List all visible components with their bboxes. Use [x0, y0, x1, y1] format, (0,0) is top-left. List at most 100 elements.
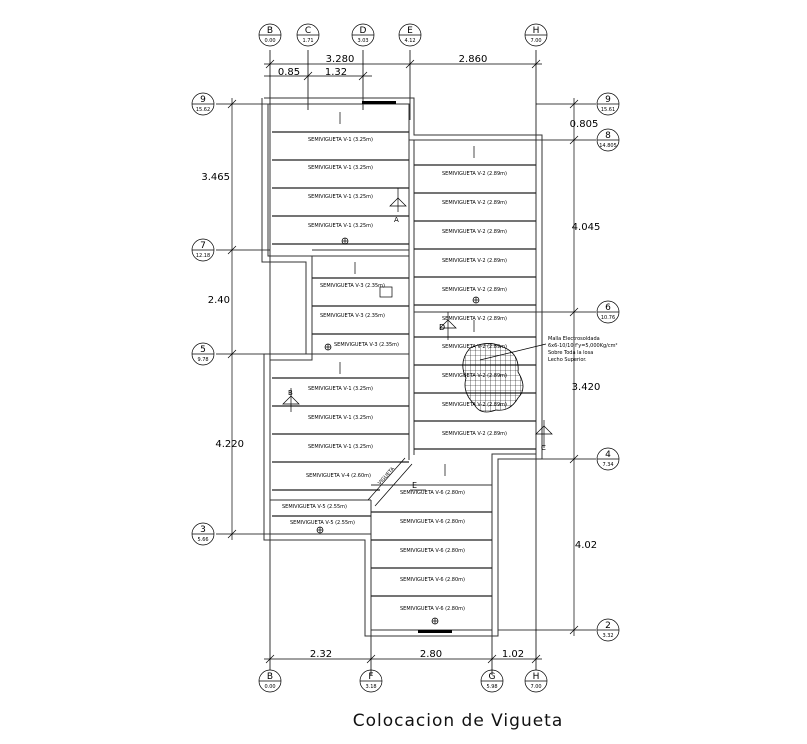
section-mark-c: C — [535, 420, 553, 452]
svg-text:6x6-10/10 f'y=5,000Kg/cm²: 6x6-10/10 f'y=5,000Kg/cm² — [548, 343, 617, 349]
beam-label: SEMIVIGUETA V-6 (2.80m) — [400, 490, 465, 496]
axis-bubble-bottom-f: F 3.18 — [359, 669, 383, 693]
svg-text:A: A — [394, 216, 399, 224]
svg-text:6: 6 — [605, 303, 611, 313]
beam-label: SEMIVIGUETA V-2 (2.89m) — [442, 287, 507, 293]
svg-text:12.18: 12.18 — [196, 253, 210, 259]
dim-bottom-1: 2.32 — [310, 649, 332, 660]
axis-bubble-right-4: 4 7.34 — [596, 447, 620, 471]
dim-bottom-2: 2.80 — [420, 649, 442, 660]
bottom-axis-bubbles: B 0.00 F 3.18 G 5.98 H 7.00 — [258, 669, 548, 693]
dim-right-3: 3.420 — [572, 382, 601, 393]
dim-right-2: 4.045 — [572, 222, 601, 233]
section-mark-a: A — [389, 188, 407, 224]
svg-text:C: C — [305, 26, 311, 36]
beam-label: SEMIVIGUETA V-3 (2.35m) — [334, 342, 399, 348]
svg-text:7: 7 — [200, 241, 206, 251]
svg-text:7.00: 7.00 — [530, 684, 541, 690]
svg-text:14.805: 14.805 — [599, 143, 617, 149]
beam-label: SEMIVIGUETA V-2 (2.89m) — [442, 229, 507, 235]
axis-bubble-top-e: E 4.12 — [398, 23, 422, 47]
beam-label: SEMIVIGUETA V-1 (3.25m) — [308, 137, 373, 143]
svg-text:9: 9 — [200, 95, 206, 105]
beam-label: SEMIVIGUETA V-4 (2.60m) — [306, 473, 371, 479]
drawing-title: Colocacion de Vigueta — [353, 711, 564, 731]
right-axis-bubbles: 9 15.61 8 14.805 6 10.76 4 7.34 2 3.32 — [596, 92, 620, 642]
beam-label: SEMIVIGUETA V-2 (2.89m) — [442, 316, 507, 322]
beam-label: SEMIVIGUETA V-5 (2.55m) — [290, 520, 355, 526]
svg-text:5.98: 5.98 — [486, 684, 497, 690]
beam-label: SEMIVIGUETA V-6 (2.80m) — [400, 606, 465, 612]
axis-bubble-left-3: 3 5.66 — [191, 522, 215, 546]
axis-bubble-bottom-b: B 0.00 — [258, 669, 282, 693]
svg-text:5: 5 — [200, 345, 206, 355]
svg-text:1.71: 1.71 — [302, 38, 313, 44]
axis-bubble-right-9: 9 15.61 — [596, 92, 620, 116]
slab-tick-marks — [339, 101, 475, 633]
axis-bubble-top-h: H 7.00 — [524, 23, 548, 47]
svg-text:0.00: 0.00 — [264, 38, 275, 44]
svg-text:D: D — [439, 323, 445, 332]
beams-v5: SEMIVIGUETA V-5 (2.55m) SEMIVIGUETA V-5 … — [272, 504, 371, 526]
beam-label: SEMIVIGUETA V-2 (2.89m) — [442, 171, 507, 177]
section-mark-b: B — [282, 388, 300, 412]
slab-symbols — [316, 237, 480, 625]
mesh-patch — [462, 343, 524, 413]
dim-top-4: 1.32 — [325, 67, 347, 78]
beam-label: SEMIVIGUETA V-6 (2.80m) — [400, 577, 465, 583]
axis-bubble-top-d: D 3.03 — [351, 23, 375, 47]
axis-bubble-bottom-g: G 5.98 — [480, 669, 504, 693]
dim-right-4: 4.02 — [575, 540, 597, 551]
svg-text:7.34: 7.34 — [602, 462, 613, 468]
dim-left-3: 4.220 — [215, 439, 244, 450]
svg-text:7.00: 7.00 — [530, 38, 541, 44]
beam-label: SEMIVIGUETA V-5 (2.55m) — [282, 504, 347, 510]
svg-text:3: 3 — [200, 525, 206, 535]
svg-text:H: H — [533, 26, 540, 36]
beam-label: SEMIVIGUETA V-1 (3.25m) — [308, 165, 373, 171]
svg-text:B: B — [267, 672, 273, 682]
svg-text:B: B — [267, 26, 273, 36]
svg-text:E: E — [407, 26, 413, 36]
dim-top-1: 3.280 — [326, 54, 355, 65]
beam-label: SEMIVIGUETA V-6 (2.80m) — [400, 548, 465, 554]
beam-label: SEMIVIGUETA V-1 (3.25m) — [308, 386, 373, 392]
axis-bubble-left-5: 5 9.78 — [191, 342, 215, 366]
beam-label: SEMIVIGUETA V-2 (2.89m) — [442, 431, 507, 437]
axis-bubble-left-7: 7 12.18 — [191, 238, 215, 262]
svg-text:15.62: 15.62 — [196, 107, 210, 113]
svg-text:E: E — [412, 481, 417, 490]
axis-bubble-right-6: 6 10.76 — [596, 300, 620, 324]
svg-text:3.03: 3.03 — [357, 38, 368, 44]
axis-bubble-right-2: 2 3.32 — [596, 618, 620, 642]
svg-text:4: 4 — [605, 450, 611, 460]
svg-text:10.76: 10.76 — [601, 315, 615, 321]
svg-text:3.32: 3.32 — [602, 633, 613, 639]
section-mark-e: E — [410, 481, 426, 491]
svg-text:G: G — [489, 672, 496, 682]
beam-label: SEMIVIGUETA V-6 (2.80m) — [400, 519, 465, 525]
svg-text:D: D — [360, 26, 367, 36]
axis-bubble-right-8: 8 14.805 — [596, 128, 620, 152]
svg-text:5.66: 5.66 — [197, 537, 208, 543]
svg-text:4.12: 4.12 — [404, 38, 415, 44]
svg-text:Sobre Toda la losa: Sobre Toda la losa — [548, 350, 593, 356]
dim-bottom-3: 1.02 — [502, 649, 524, 660]
axis-bubble-top-b: B 0.00 — [258, 23, 282, 47]
svg-text:2: 2 — [605, 621, 611, 631]
dim-left-2: 2.40 — [208, 295, 230, 306]
svg-text:C: C — [541, 444, 546, 452]
beams-zone4: SEMIVIGUETA V-1 (3.25m) SEMIVIGUETA V-1 … — [272, 377, 409, 491]
mesh-note: Malla Electrosoldada 6x6-10/10 f'y=5,000… — [548, 336, 617, 363]
diagonal-beam: VIGUETA — [367, 457, 413, 507]
beams-v6: SEMIVIGUETA V-6 (2.80m) SEMIVIGUETA V-6 … — [371, 490, 492, 612]
beams-zone3: SEMIVIGUETA V-3 (2.35m) SEMIVIGUETA V-3 … — [312, 277, 409, 348]
beams-zone1: SEMIVIGUETA V-1 (3.25m) SEMIVIGUETA V-1 … — [272, 131, 409, 245]
axis-bubble-left-9: 9 15.62 — [191, 92, 215, 116]
svg-text:0.00: 0.00 — [264, 684, 275, 690]
diagonal-beam-label: VIGUETA — [377, 466, 396, 487]
beam-label: SEMIVIGUETA V-3 (2.35m) — [320, 283, 385, 289]
top-axis-bubbles: B 0.00 C 1.71 D 3.03 E 4.12 H 7.00 — [258, 23, 548, 47]
dimension-labels: 3.280 2.860 0.85 1.32 2.32 2.80 1.02 3.4… — [201, 54, 600, 660]
dim-top-2: 2.860 — [459, 54, 488, 65]
